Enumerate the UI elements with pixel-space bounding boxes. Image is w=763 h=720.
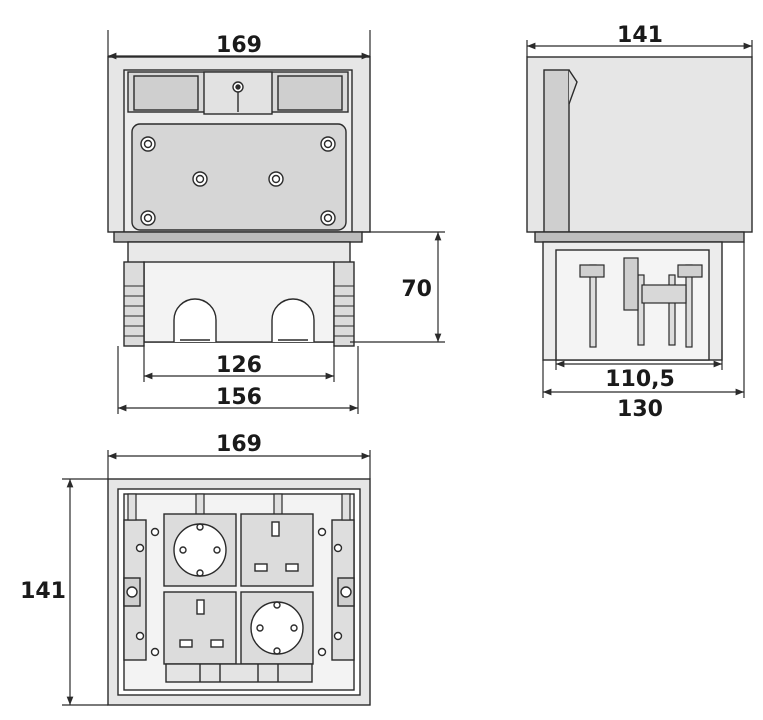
front-depth-label: 70 xyxy=(401,277,432,302)
side-width-top-label: 141 xyxy=(617,23,663,48)
front-flange xyxy=(113,231,363,243)
side-flange xyxy=(534,231,745,243)
schuko-socket-icon xyxy=(163,513,237,587)
schuko-socket-icon xyxy=(240,591,314,665)
cable-opening xyxy=(271,298,315,342)
front-width-top-label: 169 xyxy=(216,33,262,58)
cable-opening xyxy=(173,298,217,342)
top-width-label: 169 xyxy=(216,432,262,457)
uk-socket-icon xyxy=(163,591,237,665)
top-view xyxy=(107,478,371,706)
side-dimensions xyxy=(526,40,753,398)
front-view xyxy=(107,56,371,347)
front-outer-width-label: 156 xyxy=(216,385,262,410)
front-plate xyxy=(131,123,347,231)
front-inner-width-label: 126 xyxy=(216,353,262,378)
screw-icon xyxy=(140,136,336,226)
top-dimensions xyxy=(62,450,371,706)
side-outer-width-label: 130 xyxy=(617,397,663,422)
side-inner-width-label: 110,5 xyxy=(605,367,675,392)
top-height-label: 141 xyxy=(20,579,66,604)
front-dimensions xyxy=(107,30,445,414)
uk-socket-icon xyxy=(240,513,314,587)
side-view xyxy=(526,56,753,361)
